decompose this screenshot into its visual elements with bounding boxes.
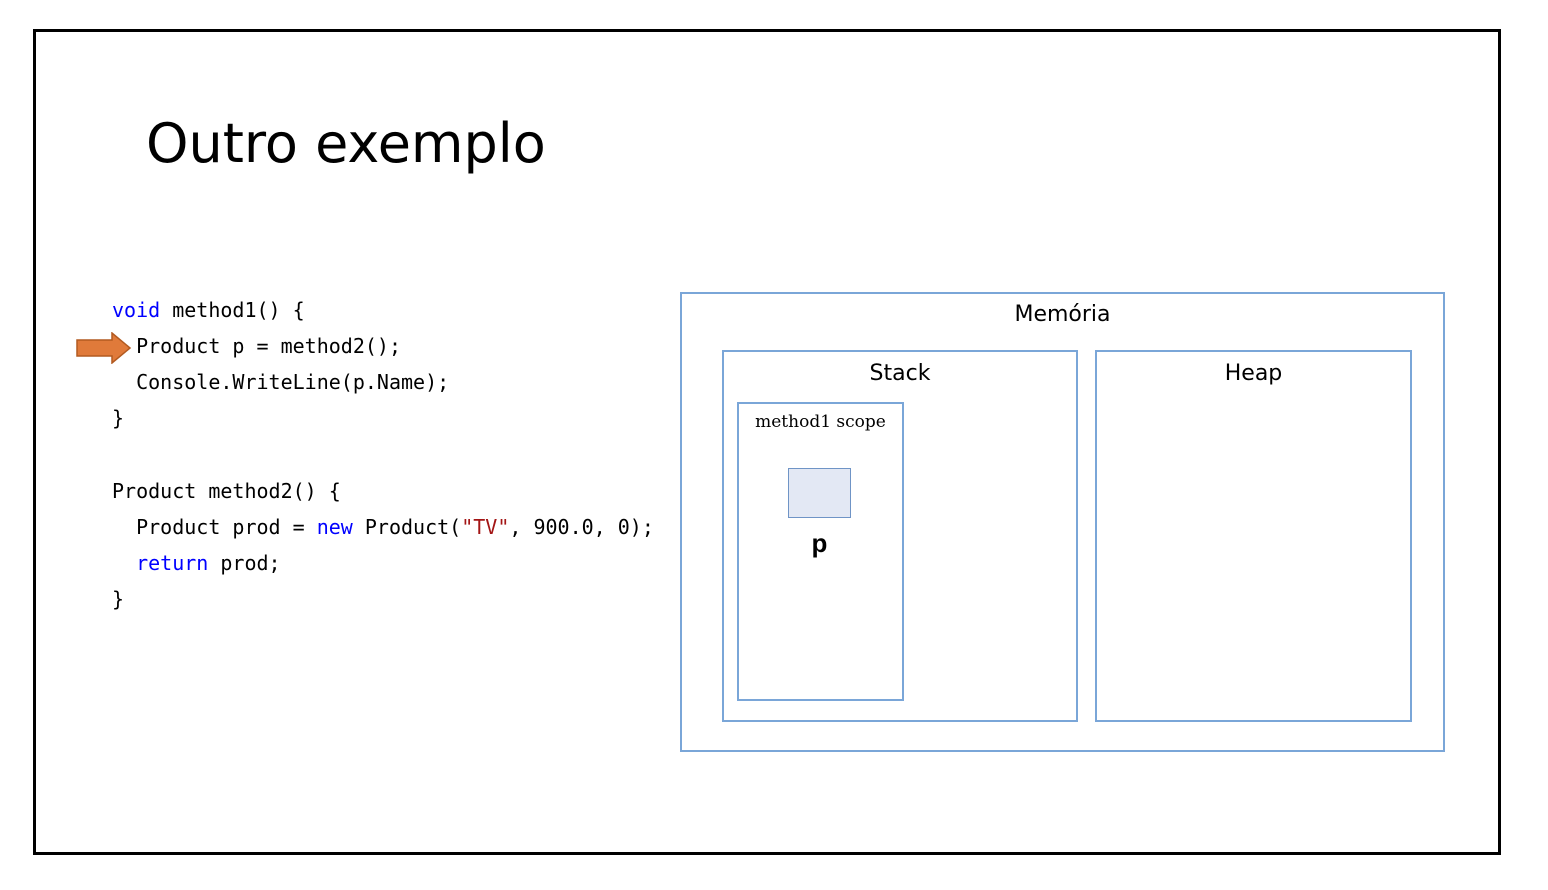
code-line: Product method2() { [112,479,341,503]
code-text: Product( [352,515,462,539]
heap-label: Heap [1224,361,1283,386]
slide-title: Outro exemplo [146,112,546,175]
code-text: method1() { [160,298,305,322]
scope-label: method1 scope [755,412,886,432]
code-line: Product prod = new Product("TV", 900.0, … [112,513,654,541]
variable-name: p [811,528,828,558]
code-text: Product prod = [112,515,317,539]
memory-label: Memória [1014,302,1111,327]
code-line: } [112,406,125,430]
code-text [112,551,136,575]
code-line: return prod; [112,549,281,577]
code-line-current: Product p = method2(); [112,334,401,358]
code-text: , 900.0, 0); [509,515,654,539]
variable-cell [788,468,851,518]
code-text: prod; [208,551,281,575]
arrow-right-icon [76,332,132,364]
code-line: Console.WriteLine(p.Name); [112,370,450,394]
heap-box: Heap [1095,350,1412,722]
string-literal: "TV" [461,515,510,539]
code-line: } [112,587,125,611]
stack-label: Stack [869,361,931,386]
keyword: new [316,515,353,539]
code-line: void method1() { [112,296,305,324]
keyword: void [112,298,161,322]
keyword: return [136,551,209,575]
method1-scope-box: method1 scope [737,402,904,701]
